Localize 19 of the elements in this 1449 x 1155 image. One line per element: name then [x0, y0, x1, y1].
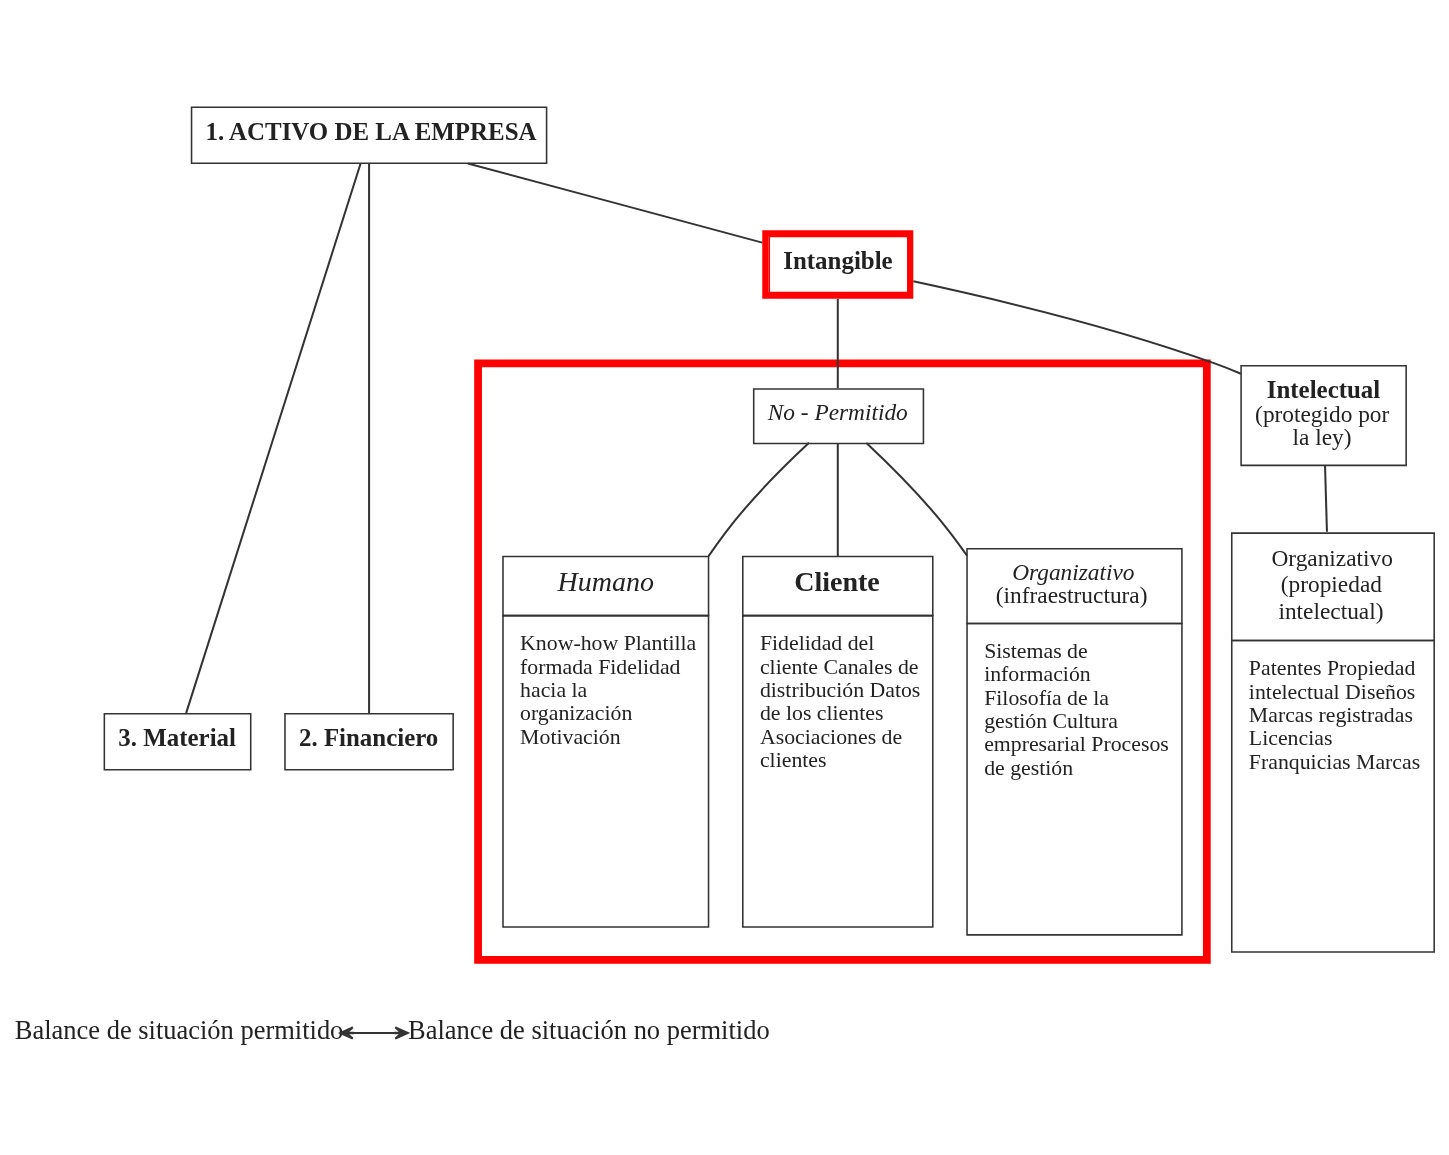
connector: [467, 162, 763, 244]
node-text: Balance de situación permitido: [14, 1015, 344, 1046]
node-box: Intelectual (protegido por la ley): [1240, 364, 1407, 467]
node-text: Balance de situación no permitido: [408, 1015, 770, 1046]
connector: [185, 163, 362, 714]
connector: [836, 298, 839, 389]
connector: [368, 163, 371, 714]
connector: [913, 280, 1242, 375]
node-box: 2. Financiero: [284, 712, 454, 771]
connector: [1324, 465, 1328, 532]
node-box: 3. Material: [103, 712, 252, 771]
node-box: No - Permitido: [752, 388, 925, 445]
arrow: [339, 1026, 409, 1040]
node-box: Intangible: [762, 230, 914, 299]
cluster: [474, 359, 1211, 964]
connector: [865, 442, 968, 557]
node-box: 1. ACTIVO DE LA EMPRESA: [190, 106, 548, 165]
connector: [707, 442, 810, 557]
connector: [836, 443, 839, 556]
